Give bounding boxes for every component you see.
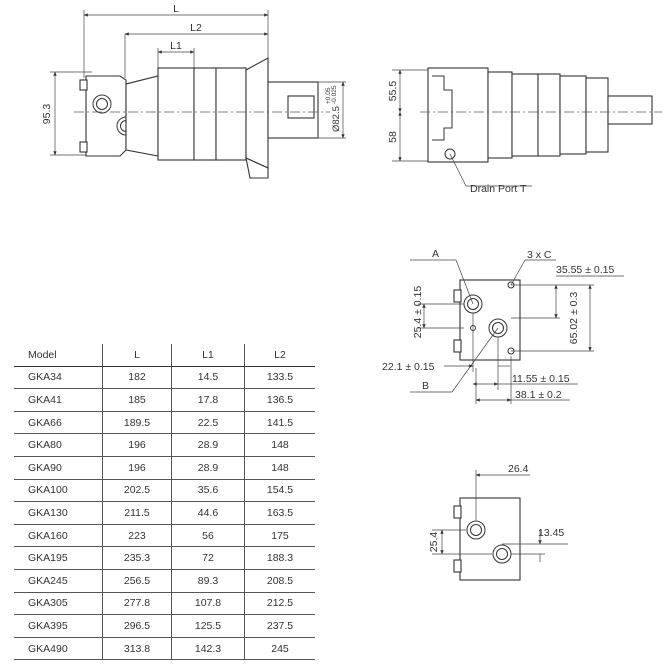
front-view: L L2 L1 95.3 Ø82.5 +0.05 -0. [41,3,346,179]
cell-model: GKA305 [14,592,103,616]
cell-L1: 125.5 [171,614,245,638]
header-model: Model [14,344,103,367]
cell-model: GKA395 [14,614,103,638]
dim-L1-label: L1 [170,40,182,52]
label-3xc: 3 x C [527,249,552,261]
cell-L1: 142.3 [171,637,245,661]
drain-port-label: Drain Port T [470,183,527,195]
cell-L2: 188.3 [244,546,315,570]
table-header-row: Model L L1 L2 [14,344,315,367]
cell-L2: 148 [244,456,315,480]
cell-L2: 133.5 [244,366,315,390]
cell-L2: 245 [244,637,315,661]
cell-L2: 163.5 [244,501,315,525]
header-L2: L2 [244,344,315,367]
cell-L: 277.8 [102,592,172,616]
cell-L: 235.3 [102,546,172,570]
cell-L: 296.5 [102,614,172,638]
cell-model: GKA195 [14,546,103,570]
dim-shaft-dia-label: Ø82.5 [331,106,342,132]
label-port-a: A [432,248,439,260]
dim-26-4-label: 26.4 [508,463,529,475]
cell-model: GKA130 [14,501,103,525]
port-view-2: 26.4 13.45 25.4 [428,463,568,581]
cell-model: GKA90 [14,456,103,480]
header-L1: L1 [171,344,245,367]
port-view-1: A B 3 x C 35.55 ± 0.15 65.02 ± 0.3 25.4 … [382,248,624,404]
dim-25-4-label-2: 25.4 [428,532,440,553]
cell-L1: 89.3 [171,569,245,593]
cell-L: 256.5 [102,569,172,593]
cell-L1: 35.6 [171,479,245,503]
cell-L2: 154.5 [244,479,315,503]
cell-L2: 208.5 [244,569,315,593]
cell-model: GKA41 [14,388,103,412]
cell-L: 182 [102,366,172,390]
dim-side-lower-label: 58 [387,131,399,143]
dim-38-1-label: 38.1 ± 0.2 [515,389,562,401]
dim-22-1-label: 22.1 ± 0.15 [382,361,435,373]
cell-L2: 136.5 [244,388,315,412]
cell-L1: 17.8 [171,388,245,412]
cell-L2: 148 [244,433,315,457]
cell-L1: 56 [171,524,245,548]
dim-shaft-tol-upper: +0.05 [325,87,332,104]
cell-L1: 28.9 [171,433,245,457]
dim-25-4-label: 25.4 ± 0.15 [412,286,424,339]
dim-13-45-label: 13.45 [538,527,564,539]
cell-L2: 141.5 [244,411,315,435]
cell-L: 202.5 [102,479,172,503]
cell-model: GKA80 [14,433,103,457]
cell-L: 313.8 [102,637,172,661]
dim-side-upper-label: 55.5 [387,81,399,102]
cell-L1: 107.8 [171,592,245,616]
cell-L: 196 [102,433,172,457]
cell-L: 196 [102,456,172,480]
label-port-b: B [422,380,429,392]
header-L: L [102,344,172,367]
cell-model: GKA490 [14,637,103,661]
side-view: 55.5 58 Drain Port T [387,67,662,195]
cell-model: GKA160 [14,524,103,548]
dim-65-02-label: 65.02 ± 0.3 [568,292,580,345]
dim-L2-label: L2 [190,22,202,34]
cell-L1: 72 [171,546,245,570]
cell-L1: 22.5 [171,411,245,435]
dim-11-55-label: 11.55 ± 0.15 [512,373,570,385]
cell-L: 189.5 [102,411,172,435]
cell-L1: 44.6 [171,501,245,525]
cell-L1: 14.5 [171,366,245,390]
cell-model: GKA34 [14,366,103,390]
dim-35-55-label: 35.55 ± 0.15 [556,264,614,276]
cell-model: GKA245 [14,569,103,593]
dim-shaft-tol-lower: -0.025 [331,85,338,104]
cell-L: 211.5 [102,501,172,525]
dim-L-label: L [173,3,179,15]
cell-L: 185 [102,388,172,412]
dim-height-label: 95.3 [41,104,53,125]
cell-L: 223 [102,524,172,548]
cell-model: GKA100 [14,479,103,503]
cell-L2: 175 [244,524,315,548]
cell-L2: 237.5 [244,614,315,638]
cell-L1: 28.9 [171,456,245,480]
cell-model: GKA66 [14,411,103,435]
cell-L2: 212.5 [244,592,315,616]
